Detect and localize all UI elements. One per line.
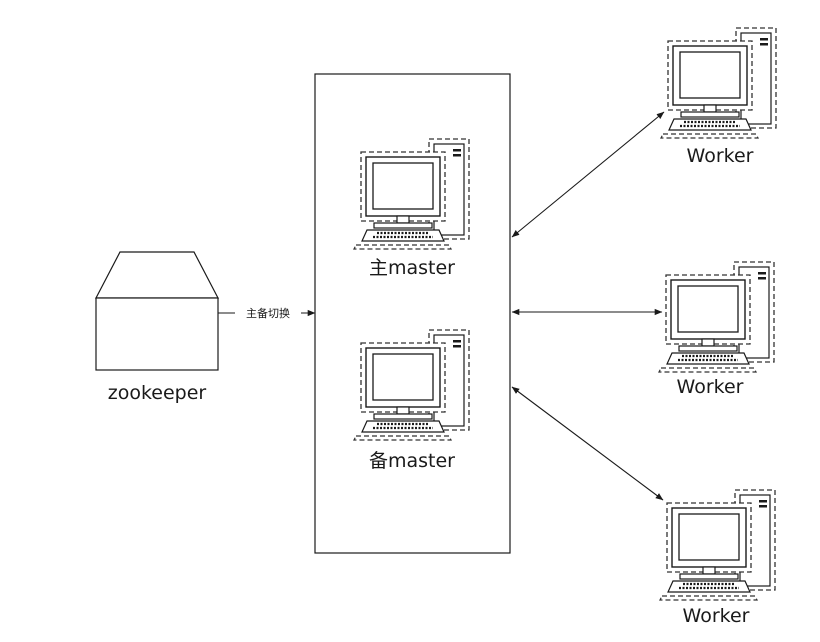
worker-2-label: Worker bbox=[677, 376, 744, 398]
worker-3-computer-icon bbox=[658, 488, 777, 602]
worker-1-computer-icon bbox=[659, 26, 778, 140]
failover-label: 主备切换 bbox=[246, 306, 290, 320]
master-container bbox=[314, 73, 511, 554]
worker-2-computer-icon bbox=[657, 260, 776, 374]
failover-label-bg bbox=[235, 305, 301, 320]
zookeeper-node bbox=[95, 251, 219, 371]
primary-master-label: 主master bbox=[369, 257, 455, 279]
worker-3-label: Worker bbox=[683, 605, 750, 627]
zookeeper-box bbox=[95, 297, 219, 371]
zookeeper-label: zookeeper bbox=[108, 382, 207, 404]
standby-master-label: 备master bbox=[369, 450, 455, 472]
edge-master-worker-3 bbox=[511, 386, 664, 501]
worker-1-label: Worker bbox=[687, 145, 754, 167]
primary-master-computer-icon bbox=[352, 137, 471, 251]
standby-master-computer-icon bbox=[352, 328, 471, 442]
edge-master-worker-1 bbox=[511, 111, 665, 238]
zookeeper-top-shape bbox=[95, 251, 219, 299]
